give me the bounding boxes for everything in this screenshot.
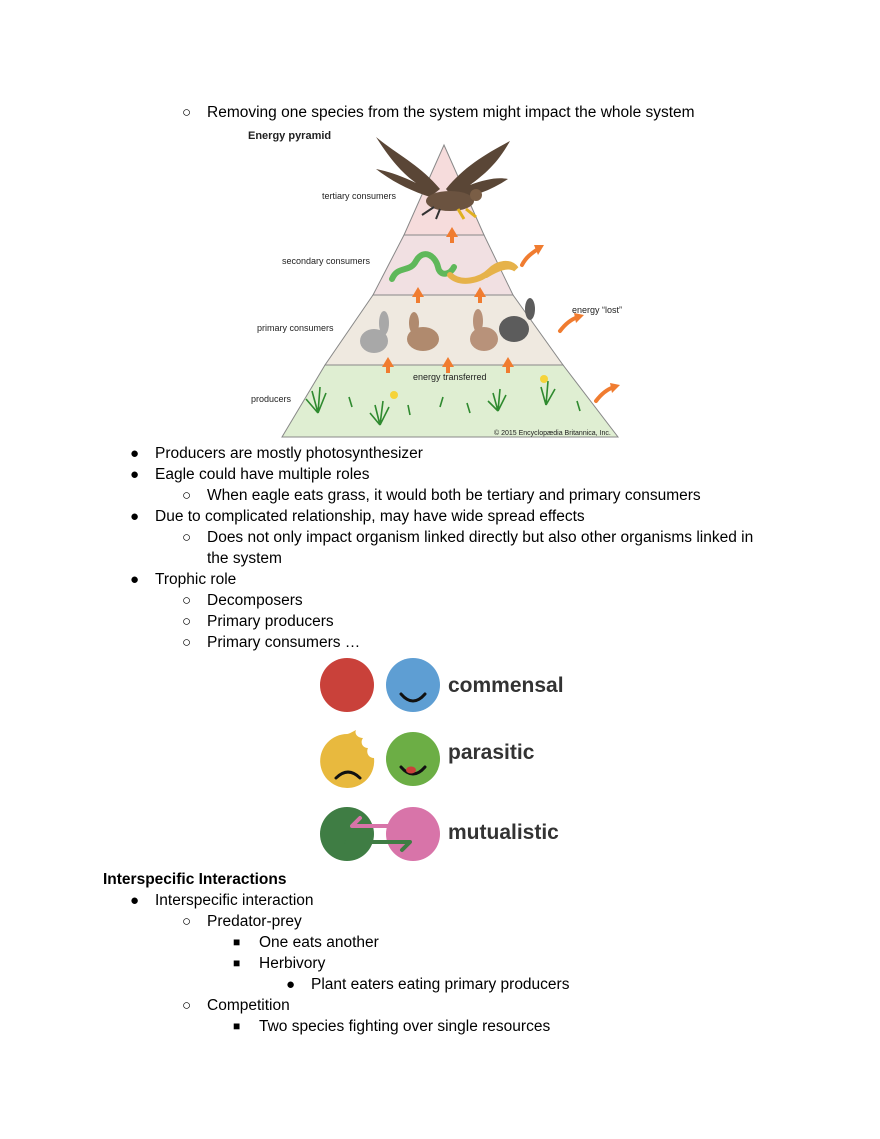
hollow-bullet: ○ bbox=[182, 487, 192, 504]
copyright-text: © 2015 Encyclopædia Britannica, Inc. bbox=[494, 429, 611, 437]
parasitic-green-circle bbox=[386, 732, 440, 786]
solid-bullet: ● bbox=[130, 571, 140, 588]
hollow-bullet: ○ bbox=[182, 634, 192, 651]
hollow-bullet: ○ bbox=[182, 613, 192, 630]
text-eagle-roles: Eagle could have multiple roles bbox=[155, 466, 370, 483]
label-parasitic: parasitic bbox=[448, 741, 535, 764]
text-one-eats-another: One eats another bbox=[259, 934, 379, 951]
hollow-bullet: ○ bbox=[182, 592, 192, 609]
text-eagle-grass: When eagle eats grass, it would both be … bbox=[207, 487, 701, 504]
yellow-snake-illustration bbox=[447, 261, 519, 284]
text-predator-prey: Predator-prey bbox=[207, 913, 302, 930]
solid-bullet: ● bbox=[130, 892, 140, 909]
square-bullet: ■ bbox=[233, 956, 241, 970]
text-primary-consumers: Primary consumers … bbox=[207, 634, 361, 651]
mutualistic-dark-green-circle bbox=[320, 807, 374, 861]
hollow-bullet: ○ bbox=[182, 913, 192, 930]
text-removing-species: Removing one species from the system mig… bbox=[207, 104, 695, 121]
text-competition: Competition bbox=[207, 997, 290, 1014]
text-interspecific-interaction: Interspecific interaction bbox=[155, 892, 314, 909]
parasitic-yellow-bitten-circle bbox=[320, 730, 375, 788]
text-complicated: Due to complicated relationship, may hav… bbox=[155, 508, 585, 525]
hollow-bullet: ○ bbox=[182, 997, 192, 1014]
frown-icon bbox=[334, 770, 362, 780]
tongue-icon bbox=[406, 766, 416, 774]
label-producers: producers bbox=[251, 394, 292, 404]
text-herbivory: Herbivory bbox=[259, 955, 326, 972]
smile-icon bbox=[399, 692, 427, 703]
energy-transferred-arrows bbox=[382, 227, 514, 373]
text-not-only-2: the system bbox=[207, 550, 282, 567]
tier-secondary bbox=[372, 234, 514, 296]
eagle-illustration bbox=[376, 137, 510, 220]
interaction-types-figure: commensal parasitic mutualistic bbox=[320, 658, 564, 861]
label-energy-lost: energy “lost” bbox=[572, 305, 622, 315]
flower-icon bbox=[540, 375, 548, 383]
label-mutualistic: mutualistic bbox=[448, 821, 559, 844]
hollow-bullet: ○ bbox=[182, 529, 192, 546]
exchange-arrow-icon bbox=[350, 816, 418, 828]
section-heading-interspecific: Interspecific Interactions bbox=[103, 871, 287, 888]
rabbits-illustration bbox=[360, 298, 535, 353]
label-tertiary-consumers: tertiary consumers bbox=[322, 191, 397, 201]
commensal-blue-circle bbox=[386, 658, 440, 712]
energy-pyramid-figure: Energy pyramid bbox=[248, 130, 622, 438]
text-not-only-1: Does not only impact organism linked dir… bbox=[207, 529, 754, 546]
hollow-bullet: ○ bbox=[182, 104, 192, 121]
tier-producers bbox=[281, 364, 620, 438]
solid-bullet: ● bbox=[130, 466, 140, 483]
exchange-arrow-icon bbox=[344, 840, 412, 852]
green-snake-illustration bbox=[389, 251, 457, 282]
label-commensal: commensal bbox=[448, 674, 564, 697]
text-trophic-role: Trophic role bbox=[155, 571, 237, 588]
mutualistic-pink-circle bbox=[386, 807, 440, 861]
solid-bullet: ● bbox=[130, 508, 140, 525]
solid-bullet: ● bbox=[130, 445, 140, 462]
commensal-red-circle bbox=[320, 658, 374, 712]
text-plant-eaters: Plant eaters eating primary producers bbox=[311, 976, 570, 993]
square-bullet: ■ bbox=[233, 935, 241, 949]
text-primary-producers: Primary producers bbox=[207, 613, 334, 630]
label-energy-transferred: energy transferred bbox=[413, 372, 487, 382]
grass-illustration bbox=[305, 380, 581, 426]
square-bullet: ■ bbox=[233, 1019, 241, 1033]
text-producers: Producers are mostly photosynthesizer bbox=[155, 445, 423, 462]
label-primary-consumers: primary consumers bbox=[257, 323, 334, 333]
label-secondary-consumers: secondary consumers bbox=[282, 256, 371, 266]
pyramid-title: Energy pyramid bbox=[248, 130, 331, 142]
smile-icon bbox=[399, 765, 427, 776]
text-two-species: Two species fighting over single resourc… bbox=[259, 1018, 551, 1035]
flower-icon bbox=[390, 391, 398, 399]
solid-bullet: ● bbox=[286, 976, 296, 993]
text-decomposers: Decomposers bbox=[207, 592, 303, 609]
